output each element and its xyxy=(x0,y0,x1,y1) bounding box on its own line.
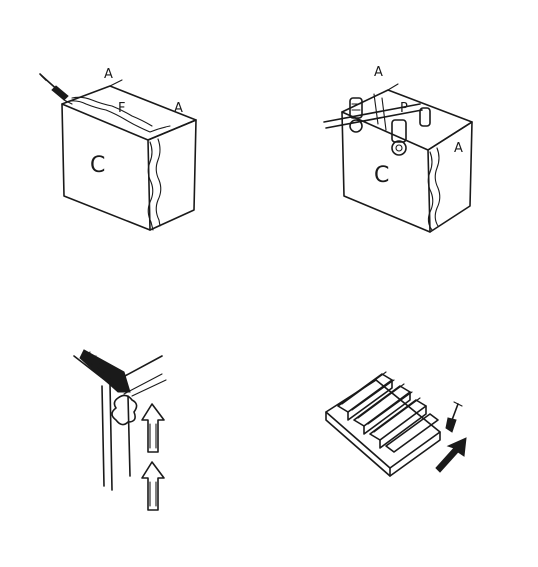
face-label: C xyxy=(90,153,105,178)
top-label-p: P xyxy=(400,101,408,116)
clamp-panel: A P C A xyxy=(323,65,473,233)
top-label-f: F xyxy=(118,101,125,116)
glue-brush-icon xyxy=(39,73,73,105)
arrow-icon xyxy=(435,437,467,473)
top-label-a: A xyxy=(104,67,113,82)
brush-icon xyxy=(445,401,463,433)
glue-edge-strip-inner xyxy=(155,138,162,227)
glue-line-top xyxy=(65,100,171,133)
sanding-block-icon xyxy=(111,394,138,426)
box-right-face xyxy=(147,119,197,231)
face-label: C xyxy=(374,163,389,188)
clamp-icon xyxy=(323,93,431,156)
sanding-panel xyxy=(73,349,167,511)
side-label-a: A xyxy=(174,101,183,116)
box-front-face xyxy=(61,103,151,231)
glue-panel: C A F A xyxy=(39,67,197,231)
side-label-a: A xyxy=(454,141,463,156)
glue-edge-strip xyxy=(147,141,154,231)
up-arrow-icon xyxy=(141,461,165,511)
up-arrow-icon xyxy=(141,403,165,453)
grooved-ribs xyxy=(337,371,439,453)
top-label-a: A xyxy=(374,65,383,80)
glued-edge-hatch xyxy=(79,349,131,393)
grooved-block-panel xyxy=(325,371,467,477)
